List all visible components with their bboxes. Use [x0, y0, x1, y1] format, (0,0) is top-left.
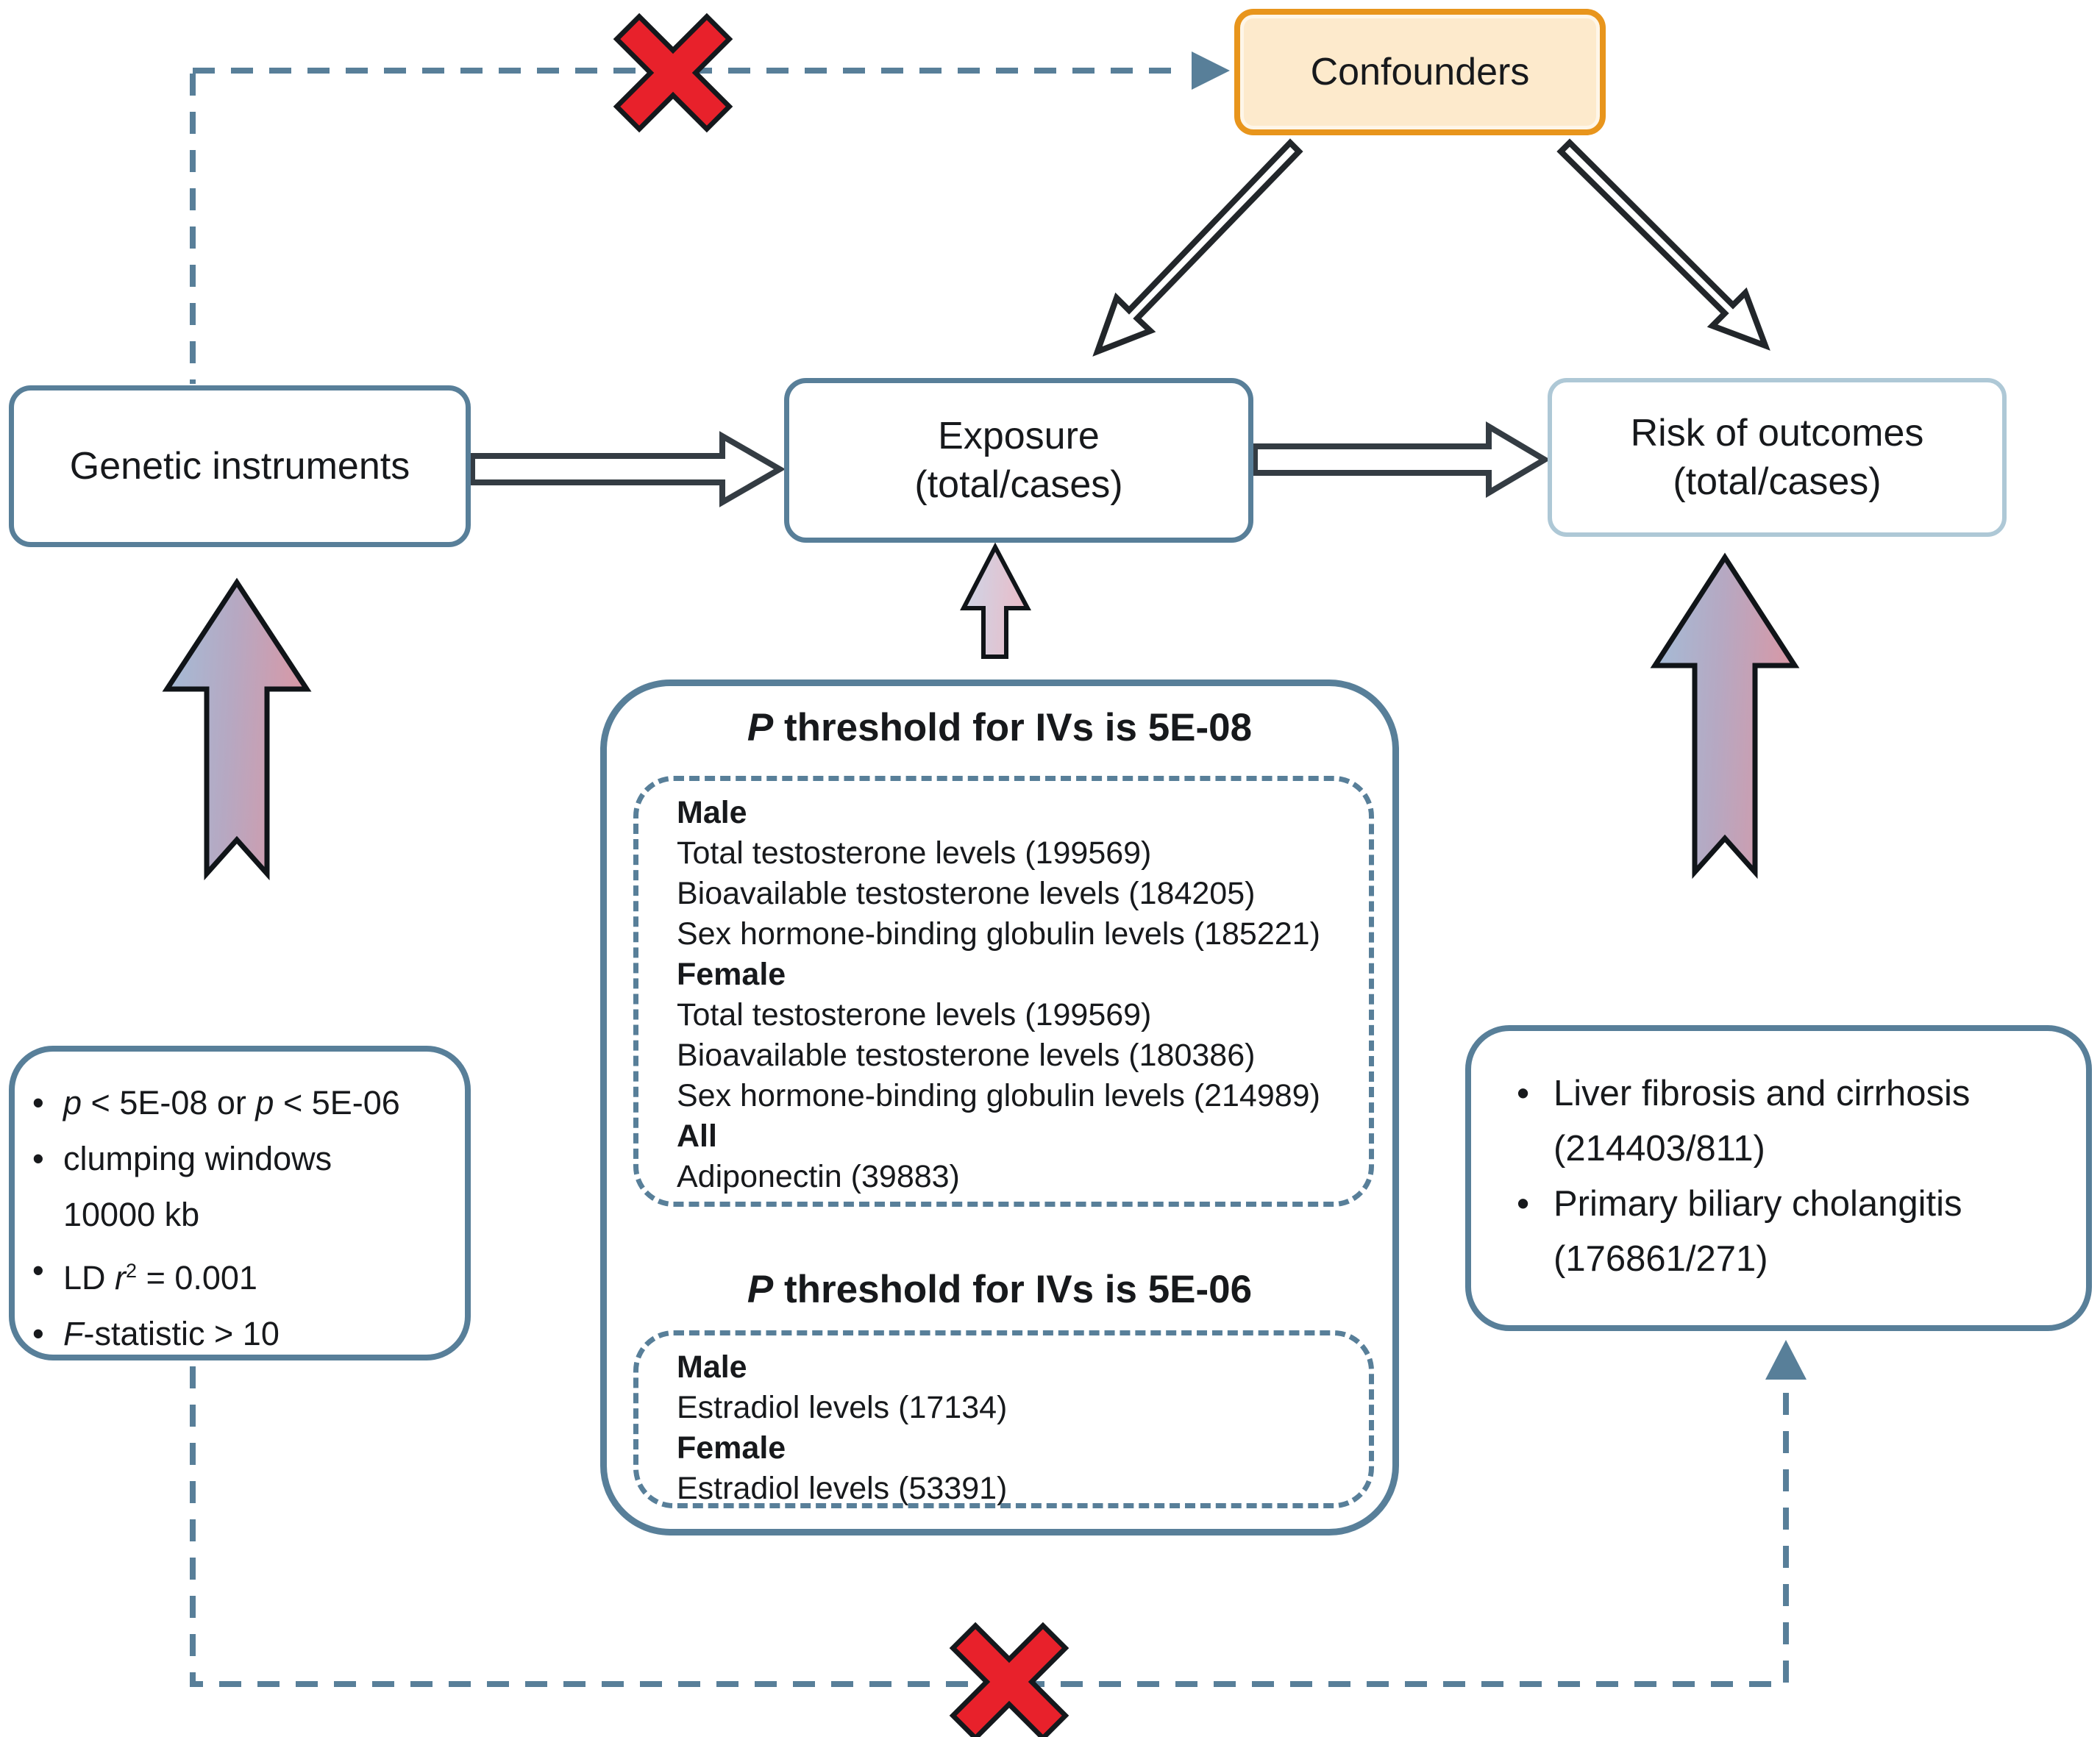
text-segment: Estradiol levels (53391) [677, 1471, 1008, 1506]
text-segment: clumping windows [63, 1140, 332, 1177]
text-segment: (214403/811) [1553, 1129, 1765, 1169]
exposure-label-line2: (total/cases) [914, 463, 1123, 506]
text-segment: Primary biliary cholangitis [1553, 1184, 1962, 1224]
x-shape [949, 1622, 1069, 1737]
double-line-arrow-right-icon [1252, 421, 1551, 499]
text-segment: (176861/271) [1553, 1239, 1768, 1279]
blocked-x-icon [613, 13, 733, 133]
double-line-arrow-right-icon [469, 431, 786, 507]
text-segment: Female [677, 1430, 786, 1466]
text-segment: p [255, 1084, 274, 1121]
list-item: Primary biliary cholangitis [1471, 1177, 2086, 1232]
gradient-arrow-up-icon [960, 542, 1031, 659]
x-shape [613, 13, 733, 133]
text-segment: r [115, 1259, 127, 1296]
text-segment: Estradiol levels (17134) [677, 1390, 1008, 1425]
list-item: Adiponectin (39883) [677, 1157, 1354, 1197]
list-item: Sex hormone-binding globulin levels (185… [677, 914, 1354, 955]
text-segment: Adiponectin (39883) [677, 1159, 960, 1194]
risk-of-outcomes-label-line1: Risk of outcomes [1630, 412, 1924, 454]
genetic-instruments-box: Genetic instruments [9, 385, 471, 547]
outline-arrow-down-left-icon [1092, 138, 1303, 357]
list-item: LD r2 = 0.001 [15, 1243, 465, 1306]
outcome-list-box: Liver fibrosis and cirrhosis (214403/811)… [1465, 1025, 2092, 1331]
text-segment: Total testosterone levels (199569) [677, 835, 1152, 871]
text-segment: P [747, 1268, 774, 1311]
list-item: F-statistic > 10 [15, 1306, 465, 1362]
text-segment: < 5E-08 or [82, 1084, 256, 1121]
list-item: Male [677, 793, 1354, 833]
iv-panel-title-5e08: P threshold for IVs is 5E-08 [607, 705, 1392, 750]
exposure-label-line1: Exposure [938, 415, 1100, 457]
list-item: p < 5E-08 or p < 5E-06 [15, 1075, 465, 1131]
list-item: Sex hormone-binding globulin levels (214… [677, 1076, 1354, 1116]
text-segment: p [63, 1084, 82, 1121]
text-segment: Liver fibrosis and cirrhosis [1553, 1074, 1971, 1113]
text-segment: -statistic > 10 [83, 1315, 280, 1352]
instrument-criteria-box: p < 5E-08 or p < 5E-06 clumping windows 10… [9, 1046, 471, 1362]
text-segment: P [747, 706, 774, 749]
list-item: Total testosterone levels (199569) [677, 995, 1354, 1035]
list-item: 10000 kb [15, 1187, 465, 1243]
text-segment: Male [677, 1349, 747, 1385]
list-item: Estradiol levels (53391) [677, 1469, 1354, 1509]
text-segment: threshold for IVs is 5E-06 [773, 1268, 1253, 1311]
list-item: Total testosterone levels (199569) [677, 833, 1354, 874]
text-segment: < 5E-06 [274, 1084, 400, 1121]
gradient-arrow-up-icon [162, 577, 312, 881]
list-item: Estradiol levels (17134) [677, 1388, 1354, 1428]
text-segment: = 0.001 [137, 1259, 257, 1296]
confounders-label: Confounders [1310, 51, 1530, 93]
text-segment: Sex hormone-binding globulin levels (185… [677, 916, 1320, 952]
list-item: Male [677, 1347, 1354, 1388]
text-segment: Male [677, 795, 747, 830]
text-segment: LD [63, 1259, 115, 1296]
list-item: (214403/811) [1471, 1121, 2086, 1177]
exposure-box: Exposure (total/cases) [784, 378, 1253, 543]
text-segment: Bioavailable testosterone levels (180386… [677, 1038, 1256, 1073]
list-item: clumping windows [15, 1131, 465, 1187]
list-item: Female [677, 1428, 1354, 1469]
genetic-instruments-label: Genetic instruments [69, 445, 410, 488]
text-segment: F [63, 1315, 84, 1352]
text-segment: 10000 kb [63, 1196, 200, 1233]
list-item: (176861/271) [1471, 1232, 2086, 1287]
text-segment: All [677, 1119, 717, 1154]
list-item: Female [677, 955, 1354, 995]
text-segment: Sex hormone-binding globulin levels (214… [677, 1078, 1320, 1113]
list-item: Bioavailable testosterone levels (184205… [677, 874, 1354, 914]
list-item: All [677, 1116, 1354, 1157]
dashed-arrow-up-icon [1765, 1340, 1807, 1380]
text-segment: 2 [126, 1260, 138, 1282]
risk-of-outcomes-box: Risk of outcomes (total/cases) [1548, 378, 2007, 537]
text-segment: Female [677, 957, 786, 992]
blocked-x-icon [949, 1622, 1069, 1737]
text-segment: threshold for IVs is 5E-08 [773, 706, 1253, 749]
outline-arrow-down-right-icon [1556, 138, 1770, 351]
iv-panel-title-5e06: P threshold for IVs is 5E-06 [607, 1267, 1392, 1312]
risk-of-outcomes-label-line2: (total/cases) [1673, 460, 1882, 503]
list-item: Liver fibrosis and cirrhosis [1471, 1066, 2086, 1121]
dashed-arrow-right-icon [1192, 51, 1230, 90]
list-item: Bioavailable testosterone levels (180386… [677, 1035, 1354, 1076]
gradient-arrow-up-icon [1650, 552, 1800, 880]
confounders-box: Confounders [1234, 9, 1606, 135]
text-segment: Total testosterone levels (199569) [677, 997, 1152, 1032]
text-segment: Bioavailable testosterone levels (184205… [677, 876, 1256, 911]
